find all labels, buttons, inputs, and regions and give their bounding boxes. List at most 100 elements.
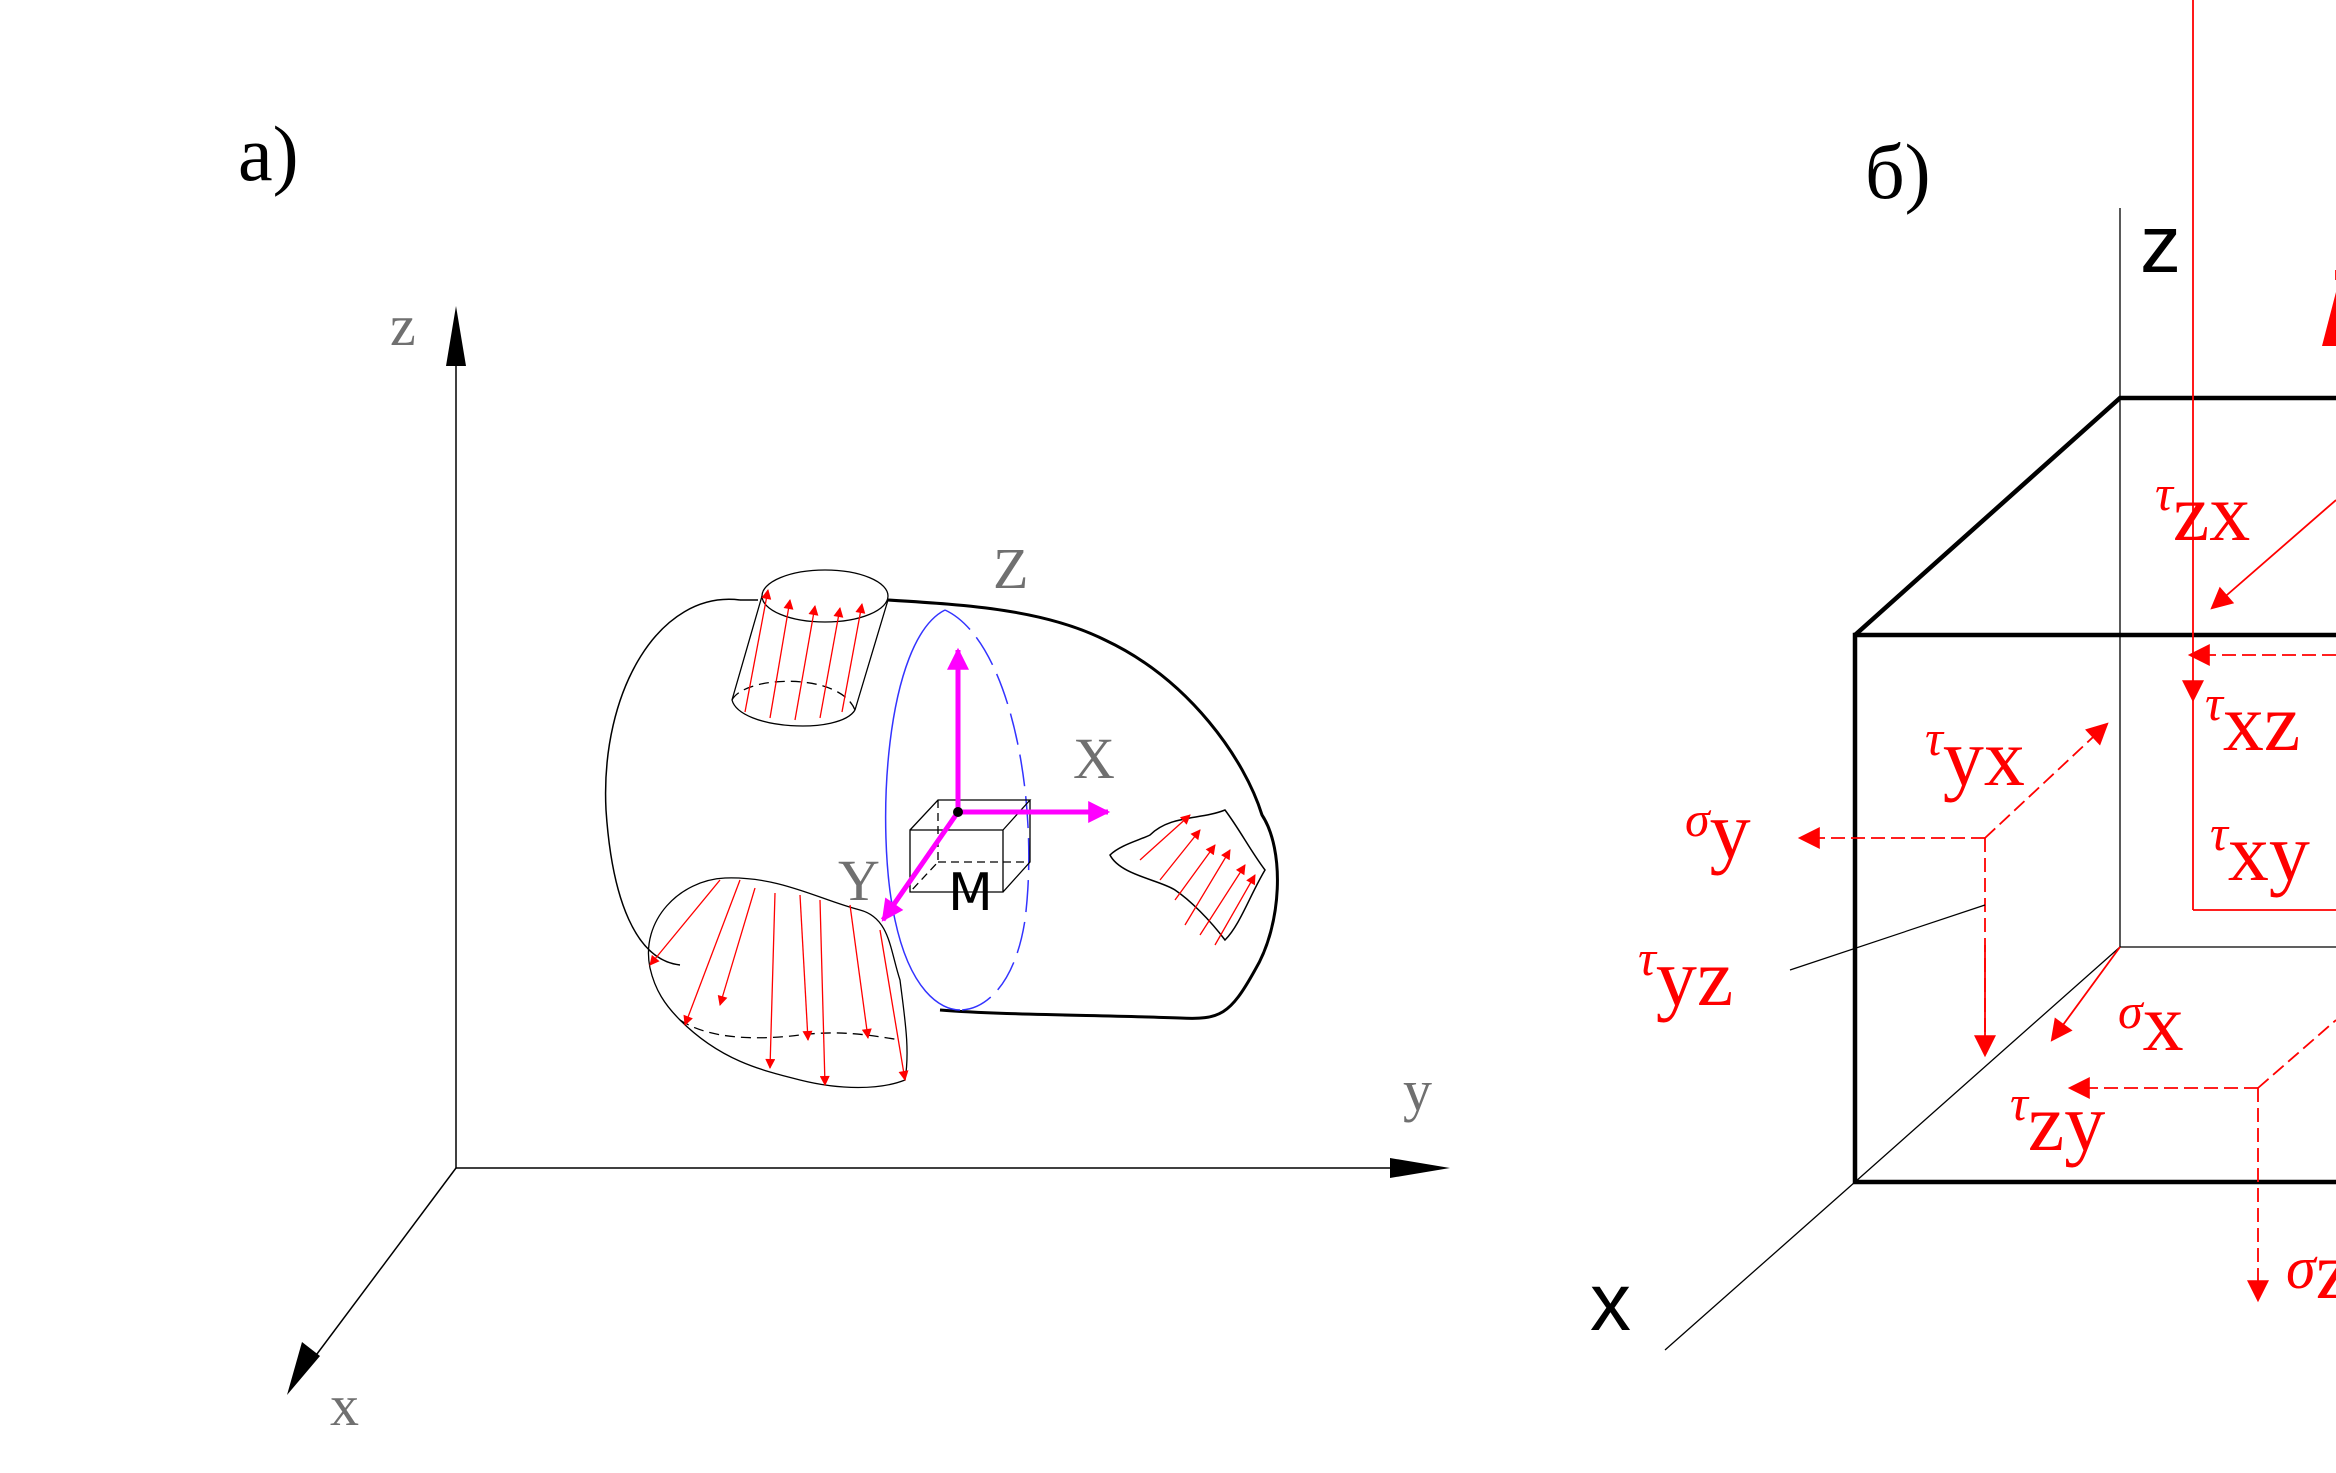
tau-xz-label: τxz — [2205, 675, 2300, 768]
cube-front-face — [1852, 632, 2336, 1185]
top-patch-ellipse — [761, 569, 889, 623]
pressure-arrow — [1214, 874, 1256, 946]
element-cube — [909, 799, 1032, 893]
sigma-z-top-arrowhead — [2322, 292, 2336, 346]
tau-symbol: τ — [2210, 805, 2230, 861]
pressure-arrow — [819, 607, 844, 719]
tau-zx-label: τzx — [2155, 465, 2250, 558]
sigma-x-subscript: x — [2143, 977, 2184, 1068]
pressure-arrow — [683, 879, 741, 1026]
tau-yx-arrow — [1984, 722, 2109, 839]
x-axis-line — [1664, 1181, 1856, 1351]
pressure-arrow — [841, 603, 866, 713]
tau-zy-subscript: zy — [2028, 1077, 2105, 1168]
point-m-marker — [953, 807, 963, 817]
local-z-label: Z — [993, 536, 1028, 601]
y-axis-arrowhead — [1390, 1158, 1450, 1178]
pressure-arrow — [1184, 849, 1231, 926]
pressure-arrow — [765, 892, 776, 1069]
bottom-patch-pressure-arrows — [649, 879, 909, 1086]
pressure-arrow — [799, 894, 813, 1041]
z-axis-label: z — [2140, 199, 2181, 290]
panel-b: б) z x — [1590, 0, 2336, 1351]
tau-yz-subscript: yz — [1656, 932, 1733, 1023]
top-loaded-patch — [731, 569, 889, 727]
sigma-x-label: σx — [2118, 977, 2184, 1068]
section-front-arc — [884, 609, 961, 1011]
local-y-label: Y — [838, 848, 880, 913]
x-axis-label: x — [1590, 1257, 1631, 1348]
cube-hidden-edges — [1854, 398, 2336, 1183]
tau-yz-leader — [1789, 904, 1986, 971]
stress-element-cube — [1852, 395, 2336, 1185]
pressure-arrow — [769, 599, 794, 719]
sigma-symbol: σ — [2118, 983, 2145, 1039]
pressure-arrow — [794, 605, 819, 721]
pressure-arrow — [649, 879, 721, 966]
pressure-arrow — [1139, 814, 1191, 861]
top-patch-sides — [731, 595, 889, 711]
sigma-symbol: σ — [2286, 1235, 2318, 1301]
panel-b-label: б) — [1865, 128, 1931, 215]
local-y-arrow — [880, 810, 961, 922]
panel-b-axes — [1664, 208, 2121, 1351]
cube-hidden-edges — [909, 800, 1030, 893]
pressure-arrow — [879, 929, 909, 1081]
tau-xz-subscript: xz — [2223, 677, 2300, 768]
section-back-arc — [944, 609, 1030, 1011]
tau-yz-label: τyz — [1638, 930, 1733, 1023]
stress-arrows — [1797, 0, 2336, 1303]
stress-labels: τzx τxz τyx σy τxy τyz σx τzy — [1638, 465, 2336, 1316]
pressure-arrow — [717, 887, 756, 1006]
sigma-symbol: σ — [1685, 791, 1712, 847]
body-left-outline — [604, 598, 741, 966]
point-m-label: M — [948, 863, 993, 923]
loaded-body — [604, 598, 1279, 1020]
pressure-arrow — [744, 589, 772, 713]
tau-zx-subscript: zx — [2173, 467, 2250, 558]
pressure-arrow — [819, 899, 830, 1086]
tau-symbol: τ — [1925, 710, 1945, 766]
panel-a: а) z y x — [238, 110, 1450, 1438]
bottom-patch-outline — [647, 877, 908, 1089]
sigma-y-label: σy — [1685, 785, 1751, 876]
sigma-z-label: σz — [2286, 1225, 2336, 1316]
pressure-arrow — [1199, 864, 1246, 936]
tau-symbol: τ — [2010, 1075, 2030, 1131]
right-patch-pressure-arrows — [1139, 814, 1256, 946]
top-patch-bottom-hidden — [731, 680, 856, 711]
tau-symbol: τ — [2205, 675, 2225, 731]
tau-xy-subscript: xy — [2228, 807, 2310, 898]
tau-yx-subscript: yx — [1943, 712, 2025, 803]
pressure-arrow — [1159, 829, 1201, 881]
cube-top-edge — [1853, 395, 2336, 637]
panel-a-label: а) — [238, 110, 299, 197]
tau-zx-arrow — [2210, 499, 2336, 610]
tau-xy-label: τxy — [2210, 805, 2310, 898]
z-axis-arrowhead — [446, 306, 466, 366]
sigma-y-subscript: y — [1710, 785, 1751, 876]
z-axis-label: z — [390, 293, 416, 358]
local-axes — [880, 647, 1111, 922]
body-right-notch — [1109, 809, 1266, 942]
x-axis-label: x — [330, 1373, 359, 1438]
tau-symbol: τ — [2155, 465, 2175, 521]
y-axis-label: y — [1403, 1058, 1432, 1123]
body-main-outline — [887, 598, 1279, 1020]
x-axis-line — [304, 1167, 457, 1371]
sigma-z-subscript: z — [2316, 1225, 2336, 1316]
sigma-x-arrow — [2050, 946, 2121, 1042]
global-axes — [287, 306, 1450, 1395]
local-x-label: X — [1073, 726, 1115, 791]
top-patch-bottom — [731, 699, 856, 727]
tau-yx-label: τyx — [1925, 710, 2025, 803]
tau-zy-label: τzy — [2010, 1075, 2105, 1168]
pressure-arrow — [1174, 844, 1216, 901]
tau-zy-diag — [2257, 1019, 2336, 1089]
pressure-arrow — [849, 904, 872, 1039]
tau-symbol: τ — [1638, 930, 1658, 986]
section-plane — [884, 609, 1030, 1011]
top-patch-pressure-arrows — [744, 589, 866, 721]
x-axis-arrowhead — [287, 1342, 320, 1395]
